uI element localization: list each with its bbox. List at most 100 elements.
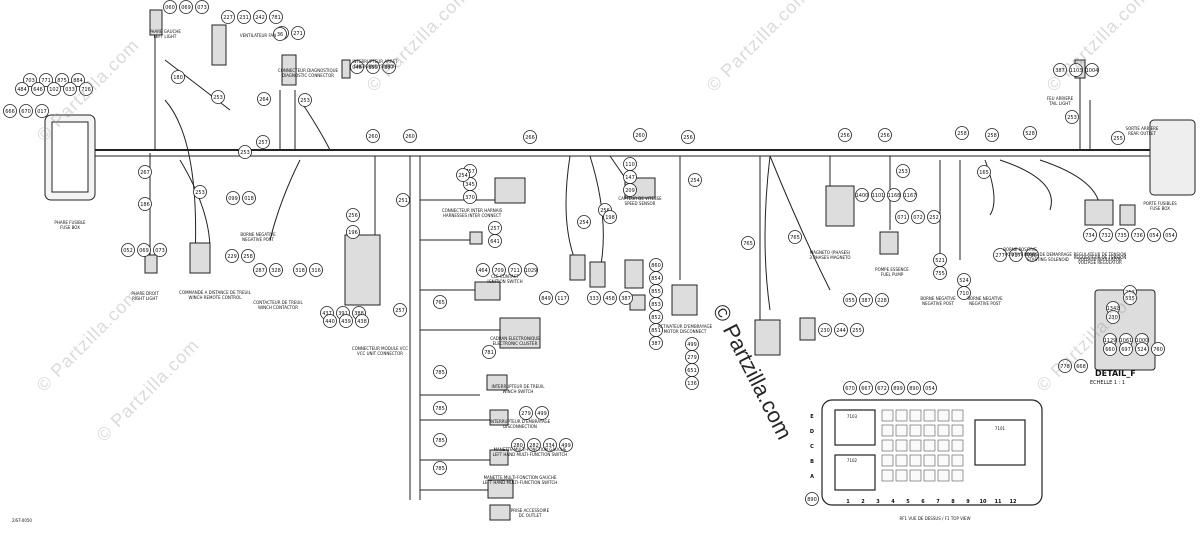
part-number-bubble: 209 bbox=[623, 183, 637, 197]
part-number-bubble: 735 bbox=[1115, 228, 1129, 242]
part-number-bubble-circle bbox=[1115, 228, 1129, 242]
harness-number-bubble: 186 bbox=[138, 197, 152, 211]
part-number-bubble-circle bbox=[55, 73, 69, 87]
connector-label: SORTIE ARRIERE bbox=[1126, 126, 1159, 131]
harness-number-bubble: 781 bbox=[482, 345, 496, 359]
part-number-bubble-circle bbox=[559, 438, 573, 452]
part-number-bubble-circle bbox=[1053, 63, 1067, 77]
part-number-bubble-circle bbox=[47, 82, 61, 96]
part-number-bubble-text: 230 bbox=[820, 328, 830, 334]
harness-number-bubble: 258 bbox=[985, 128, 999, 142]
part-number-bubble: 641 bbox=[488, 234, 502, 248]
connector-label: SPEED SENSOR bbox=[625, 201, 656, 206]
harness-number-bubble-circle bbox=[433, 365, 447, 379]
part-number-bubble-circle bbox=[323, 314, 337, 328]
part-number-bubble: 697 bbox=[1119, 342, 1133, 356]
harness-number-bubble-circle bbox=[681, 130, 695, 144]
part-number-bubble: 328 bbox=[269, 263, 283, 277]
harness-number-bubble-text: 785 bbox=[435, 438, 445, 444]
part-number-bubble-circle bbox=[1151, 342, 1165, 356]
connector-label: VENTILATEUR FAN bbox=[240, 33, 276, 38]
harness-number-bubble-circle bbox=[171, 70, 185, 84]
harness-number-bubble-text: 258 bbox=[957, 131, 967, 137]
part-number-bubble: 334 bbox=[543, 438, 557, 452]
harness-number-bubble: 785 bbox=[433, 461, 447, 475]
part-number-bubble-circle bbox=[350, 60, 364, 74]
connector-label: STARTING SOLENOID bbox=[1027, 257, 1069, 262]
part-number-bubble: 670 bbox=[19, 104, 33, 118]
part-number-bubble-text: 736 bbox=[1133, 233, 1143, 239]
part-number-bubble-circle bbox=[225, 249, 239, 263]
harness-number-bubble-text: 765 bbox=[435, 300, 445, 306]
harness-number-bubble: 254 bbox=[688, 173, 702, 187]
fuse-slot bbox=[881, 439, 894, 452]
part-number-bubble-text: 318 bbox=[295, 268, 305, 274]
part-number-bubble: 333 bbox=[587, 291, 601, 305]
part-number-bubble-circle bbox=[153, 243, 167, 257]
connector-label: WINCH SWITCH bbox=[503, 389, 534, 394]
part-number-bubble-circle bbox=[242, 191, 256, 205]
part-number-bubble-text: 258 bbox=[243, 254, 253, 260]
part-number-bubble: 257 bbox=[488, 221, 502, 235]
part-number-bubble-text: 1167 bbox=[904, 193, 917, 199]
part-number-bubble-text: 735 bbox=[1117, 233, 1127, 239]
harness-number-bubble-circle bbox=[433, 401, 447, 415]
fuse-slot bbox=[951, 409, 964, 422]
harness-number-bubble-text: 785 bbox=[435, 406, 445, 412]
part-number-bubble-circle bbox=[71, 73, 85, 87]
connector-label: CLE CONTACT bbox=[491, 274, 519, 279]
part-number-bubble-circle bbox=[933, 266, 947, 280]
part-number-bubble-text: 280 bbox=[513, 443, 523, 449]
connector-label: CADRAN ELECTRONIQUE bbox=[490, 336, 540, 341]
part-number-bubble-text: 852 bbox=[651, 315, 661, 321]
part-number-bubble-text: 387 bbox=[1055, 68, 1065, 74]
harness-number-bubble-text: 781 bbox=[484, 350, 494, 356]
fuse-slot bbox=[895, 409, 908, 422]
connector-label: DC OUTLET bbox=[519, 513, 542, 518]
part-number-bubble-text: 046 bbox=[352, 65, 362, 71]
part-number-bubble-circle bbox=[221, 10, 235, 24]
harness-number-bubble: 253 bbox=[896, 164, 910, 178]
fuse-slot bbox=[909, 424, 922, 437]
part-number-bubble-circle bbox=[163, 0, 177, 14]
harness-number-bubble-text: 251 bbox=[398, 198, 408, 204]
harness-number-bubble: 785 bbox=[433, 401, 447, 415]
part-number-bubble: 052 bbox=[121, 243, 135, 257]
fuse-column-label: 6 bbox=[921, 499, 925, 505]
fuse-column-label: 3 bbox=[876, 499, 880, 505]
part-number-bubble: 136 bbox=[685, 376, 699, 390]
fuse-slot bbox=[909, 439, 922, 452]
harness-number-bubble: 257 bbox=[393, 303, 407, 317]
part-number-bubble-text: 333 bbox=[589, 296, 599, 302]
harness-number-bubble-circle bbox=[805, 492, 819, 506]
harness-number-bubble: 260 bbox=[366, 129, 380, 143]
part-number-bubble: 069 bbox=[179, 0, 193, 14]
part-number-bubble-text: 1129 bbox=[1104, 338, 1117, 344]
part-number-bubble-circle bbox=[875, 381, 889, 395]
fuse-slot bbox=[881, 409, 894, 422]
connector-label: REAR OUTLET bbox=[1128, 131, 1156, 136]
fuse-box-right bbox=[1149, 119, 1196, 196]
fuse-slot bbox=[909, 454, 922, 467]
main-harness-trunk bbox=[95, 30, 1150, 500]
part-number-bubble-text: 439 bbox=[341, 319, 351, 325]
fuse-slot bbox=[895, 454, 908, 467]
part-number-bubble-text: 279 bbox=[521, 411, 531, 417]
part-number-bubble-circle bbox=[179, 0, 193, 14]
part-number-bubble: 737 bbox=[1009, 248, 1023, 262]
part-number-bubble: 440 bbox=[323, 314, 337, 328]
part-number-bubble-circle bbox=[1009, 248, 1023, 262]
part-number-bubble-text: 370 bbox=[465, 195, 475, 201]
part-number-bubble: 147 bbox=[623, 170, 637, 184]
harness-number-bubble-text: 260 bbox=[368, 134, 378, 140]
connector-label: RELAIS DE DEMARRAGE bbox=[1024, 252, 1072, 257]
part-number-bubble: 054 bbox=[1163, 228, 1177, 242]
part-number-bubble-text: 054 bbox=[925, 386, 935, 392]
harness-number-bubble-text: 256 bbox=[840, 133, 850, 139]
harness-number-bubble-circle bbox=[298, 93, 312, 107]
part-number-bubble-circle bbox=[339, 314, 353, 328]
part-number-bubble-text: 055 bbox=[845, 298, 855, 304]
part-number-bubble: 072 bbox=[911, 210, 925, 224]
harness-number-bubble-text: 1342 bbox=[1107, 306, 1120, 312]
